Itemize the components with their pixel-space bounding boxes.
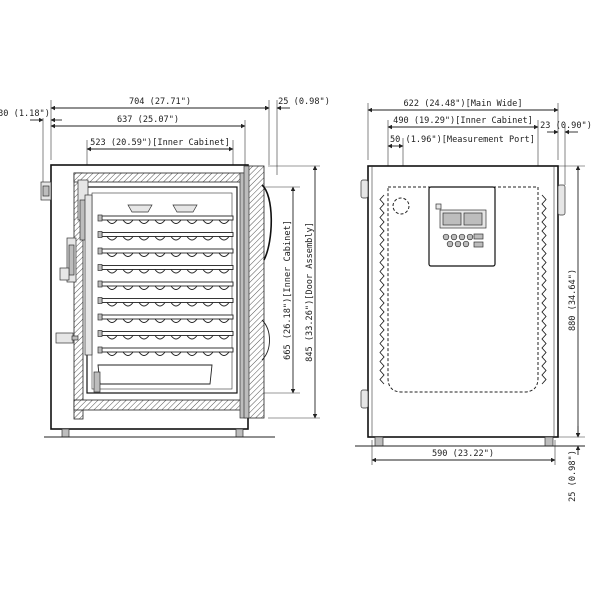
control-panel bbox=[428, 186, 496, 267]
dim-height-inner-label: 665 (26.18")[Inner Cabinet] bbox=[283, 220, 293, 360]
dim-height-foot: 25 (0.98") bbox=[558, 426, 585, 502]
shelf bbox=[97, 231, 234, 241]
dim-height-main-label: 880 (34.64") bbox=[568, 269, 578, 331]
dim-height-main: 880 (34.64") bbox=[558, 165, 585, 438]
shelf bbox=[97, 264, 234, 274]
dim-offset-right-front: 23 (0.90") bbox=[540, 121, 592, 185]
front-foot-right bbox=[544, 436, 554, 447]
shelf bbox=[97, 247, 234, 257]
door-assembly bbox=[243, 165, 273, 419]
dim-offset-left: 30 (1.18") bbox=[0, 109, 62, 182]
shelf bbox=[97, 214, 234, 224]
dim-width-inner-label: 523 (20.59")[Inner Cabinet] bbox=[90, 138, 230, 148]
shelf-stack bbox=[97, 204, 234, 356]
front-foot-left bbox=[374, 436, 384, 447]
dim-width-base: 590 (23.22") bbox=[371, 440, 556, 465]
insulation-top bbox=[73, 172, 245, 183]
side-view: 704 (27.71") 637 (25.07") 523 (20.59")[I… bbox=[0, 97, 330, 438]
dim-height-door-label: 845 (33.26")[Door Assembly] bbox=[305, 222, 315, 362]
dim-offset-right-front-label: 23 (0.90") bbox=[540, 121, 592, 131]
bottom-latch-left bbox=[360, 389, 369, 409]
dim-width-main-label: 622 (24.48")[Main Wide] bbox=[404, 99, 523, 109]
shelf bbox=[97, 346, 234, 356]
shelf-bracket bbox=[127, 204, 153, 213]
dim-offset-left-label: 30 (1.18") bbox=[0, 109, 50, 119]
side-latch-right bbox=[557, 184, 566, 216]
front-view: 622 (24.48")[Main Wide] 490 (19.29")[Inn… bbox=[355, 99, 592, 502]
gasket-right bbox=[541, 194, 547, 385]
dim-width-overall-label: 704 (27.71") bbox=[129, 97, 191, 107]
dim-width-overall: 704 (27.71") bbox=[50, 97, 270, 165]
shelf bbox=[97, 330, 234, 340]
gasket-left bbox=[379, 194, 385, 385]
measurement-port bbox=[392, 197, 410, 215]
dim-width-body: 637 (25.07") bbox=[50, 115, 246, 165]
dim-width-main: 622 (24.48")[Main Wide] bbox=[367, 99, 559, 160]
inner-cabinet-outline bbox=[387, 186, 539, 393]
shelf bbox=[97, 297, 234, 307]
dim-port-offset-label: 50 (1.96")[Measurement Port] bbox=[390, 135, 535, 145]
dim-offset-right-label: 25 (0.98") bbox=[278, 97, 330, 107]
dim-height-foot-label: 25 (0.98") bbox=[568, 450, 578, 502]
shelf-bracket bbox=[172, 204, 198, 213]
side-latch-left bbox=[360, 179, 369, 199]
shelf bbox=[97, 313, 234, 323]
side-hardware bbox=[40, 179, 93, 356]
dim-offset-right: 25 (0.98") bbox=[258, 97, 330, 175]
dim-width-base-label: 590 (23.22") bbox=[432, 449, 494, 459]
shelf bbox=[97, 280, 234, 290]
keypad-buttons bbox=[442, 233, 484, 248]
foot-right bbox=[235, 428, 244, 438]
foot-left bbox=[61, 428, 70, 438]
dim-width-body-label: 637 (25.07") bbox=[117, 115, 179, 125]
dim-width-inner-front-label: 490 (19.29")[Inner Cabinet] bbox=[393, 116, 533, 126]
insulation-bottom bbox=[73, 399, 245, 411]
dim-height-door: 845 (33.26")[Door Assembly] bbox=[268, 165, 320, 419]
